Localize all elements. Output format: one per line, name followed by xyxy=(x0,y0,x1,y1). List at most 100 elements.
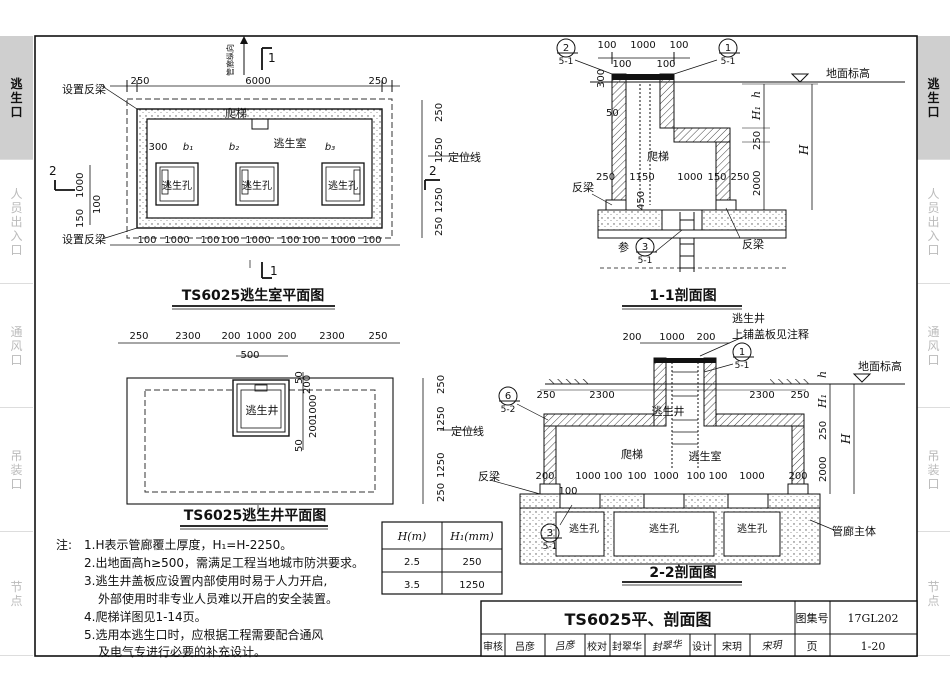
section11-dim-450: 450 xyxy=(636,191,647,210)
title-sig-reviewer: 吕彦 xyxy=(554,639,576,653)
section22-tag-c-top: 3 xyxy=(547,528,553,539)
section11-caption: 1-1剖面图 xyxy=(649,287,716,304)
section11-tag-b-top: 1 xyxy=(725,43,731,54)
plan2-dim-top-4: 1000 xyxy=(246,331,271,342)
right-tab-4[interactable]: 吊装口 xyxy=(917,408,950,532)
title-atlas-label: 图集号 xyxy=(796,611,829,625)
plan1-dim-right-250a: 250 xyxy=(434,103,445,122)
title-main: TS6025平、剖面图 xyxy=(565,610,712,629)
right-tab-1[interactable]: 逃生口 xyxy=(917,36,950,160)
plan2-well-opening xyxy=(232,379,290,437)
section22-tag-a-bottom: 5-1 xyxy=(735,361,750,371)
plan1-hole-middle xyxy=(235,162,279,206)
plan2-dim-200b: 200 xyxy=(308,419,319,438)
plan1-hole-label-3: 逃生孔 xyxy=(328,179,358,192)
section11-dim-top-2: 1000 xyxy=(630,40,655,51)
plan2-caption: TS6025逃生井平面图 xyxy=(184,507,327,524)
plan2-dim-top-7: 250 xyxy=(368,331,387,342)
section11-dim-250: 250 xyxy=(596,172,615,183)
note-3-cont: 外部使用时非专业人员难以开启的安全装置。 xyxy=(98,591,338,606)
section22-ladder-label: 爬梯 xyxy=(621,448,643,461)
left-tab-2[interactable]: 人员出入口 xyxy=(0,160,33,284)
section22-dim-mid-4: 1000 xyxy=(653,471,678,482)
section11-dim-mid-1: 1150 xyxy=(629,172,654,183)
section22-h: h xyxy=(816,371,829,378)
plan1-sec2-left: 2 xyxy=(49,164,57,178)
note-5: 5.选用本逃生口时，应根据工程需要配合通风 xyxy=(84,627,323,642)
section11-ladder-label: 爬梯 xyxy=(647,150,669,163)
section11-dim-100-left: 100 xyxy=(612,59,631,70)
plan1-dim-bottom-8: 1000 xyxy=(330,235,355,246)
plan2-dim-50b: 50 xyxy=(294,439,305,452)
section22-tag-c-bottom: 5-1 xyxy=(543,542,558,552)
plan1-dim-bottom-7: 100 xyxy=(301,235,320,246)
section22-dim-250v: 250 xyxy=(818,421,829,440)
note-4: 4.爬梯详图见1-14页。 xyxy=(84,609,207,624)
section-2-2: 2-2剖面图 逃生井 上铺盖板见注释 1 5-1 6 5-2 3 5-1 200… xyxy=(478,311,905,586)
left-tab-3[interactable]: 通风口 xyxy=(0,284,33,408)
plan1-gallery-dir: 管廊纵向 xyxy=(225,44,235,76)
right-tab-2[interactable]: 人员出入口 xyxy=(917,160,950,284)
plan1-dim-right-1250a: 1250 xyxy=(434,138,445,163)
left-tab-4[interactable]: 吊装口 xyxy=(0,408,33,532)
section22-dim-mid-7: 1000 xyxy=(739,471,764,482)
right-tab-5[interactable]: 节点 xyxy=(917,532,950,656)
section11-dim-300: 300 xyxy=(596,69,607,88)
note-2: 2.出地面高h≥500，需满足工程当地城市防洪要求。 xyxy=(84,555,364,570)
plan1-dim-left-1000: 1000 xyxy=(75,173,86,198)
title-sig-designer: 宋玥 xyxy=(761,639,784,653)
section22-dim-2300a: 2300 xyxy=(589,390,614,401)
plan1-sec2-right: 2 xyxy=(429,164,437,178)
plan2-dim-top-6: 2300 xyxy=(319,331,344,342)
plan1-ladder-label: 爬梯 xyxy=(225,107,247,120)
section11-tag-b-bottom: 5-1 xyxy=(721,57,736,67)
left-tab-1[interactable]: 逃生口 xyxy=(0,36,33,160)
plan1-dim-bottom-2: 1000 xyxy=(164,235,189,246)
section22-H1: H₁ xyxy=(816,394,829,409)
table-header-h: H(m) xyxy=(397,530,427,543)
section22-hole-1: 逃生孔 xyxy=(569,522,599,535)
section11-dim-top-1: 100 xyxy=(597,40,616,51)
notes-block: 注: 1.H表示管廊覆土厚度，H₁=H-2250。 2.出地面高h≥500，需满… xyxy=(56,537,364,659)
note-1: 1.H表示管廊覆土厚度，H₁=H-2250。 xyxy=(84,537,292,552)
section22-ladder xyxy=(671,362,699,470)
plan1-hole-left xyxy=(155,162,199,206)
plan1-hole-right xyxy=(321,162,365,206)
plan2-well-label: 逃生井 xyxy=(246,403,279,417)
right-tab-3[interactable]: 通风口 xyxy=(917,284,950,408)
plan2-dim-right-4: 250 xyxy=(436,483,447,502)
table-row1-h1: 250 xyxy=(462,557,481,568)
section22-dim-top-1: 200 xyxy=(622,332,641,343)
section11-tag-c-top: 3 xyxy=(642,242,648,253)
table-row1-h: 2.5 xyxy=(404,557,420,568)
section11-dim-2000: 2000 xyxy=(752,171,763,196)
left-tab-5[interactable]: 节点 xyxy=(0,532,33,656)
section22-dim-mid-6: 100 xyxy=(708,471,727,482)
plan2-dim-top-5: 200 xyxy=(277,331,296,342)
plan1-locate: 定位线 xyxy=(448,150,481,164)
section22-dim-200a: 200 xyxy=(535,471,554,482)
plan1-room-label: 逃生室 xyxy=(274,136,307,150)
section22-dim-250b: 250 xyxy=(790,390,809,401)
section22-dim-mid-1: 1000 xyxy=(575,471,600,482)
plan1-dim-left-150: 150 xyxy=(75,209,86,228)
plan1-hole-label-1: 逃生孔 xyxy=(162,179,192,192)
sheet-border xyxy=(34,35,918,657)
note-3: 3.逃生井盖板应设置内部使用时易于人力开启, xyxy=(84,573,327,588)
plan1-sec1-bottom: 1 xyxy=(270,264,278,278)
plan1-dim-b3: b₃ xyxy=(325,142,335,153)
section11-tag-a-top: 2 xyxy=(563,43,569,54)
section22-H: H xyxy=(839,433,853,445)
section11-dim-mid-2: 1000 xyxy=(677,172,702,183)
section22-dim-top-3: 200 xyxy=(696,332,715,343)
plan1-dim-top-left: 250 xyxy=(130,76,149,87)
section22-room: 逃生室 xyxy=(689,449,722,463)
title-check-label: 校对 xyxy=(587,640,607,653)
plan2-dim-1000: 1000 xyxy=(308,395,319,420)
plan1-dim-bottom-3: 100 xyxy=(200,235,219,246)
h-table: H(m) H₁(mm) 2.5 250 3.5 1250 xyxy=(381,521,503,595)
plan1-dim-left-100: 100 xyxy=(92,195,103,214)
section22-ground: 地面标高 xyxy=(858,359,902,373)
title-atlas-no: 17GL202 xyxy=(847,612,898,625)
